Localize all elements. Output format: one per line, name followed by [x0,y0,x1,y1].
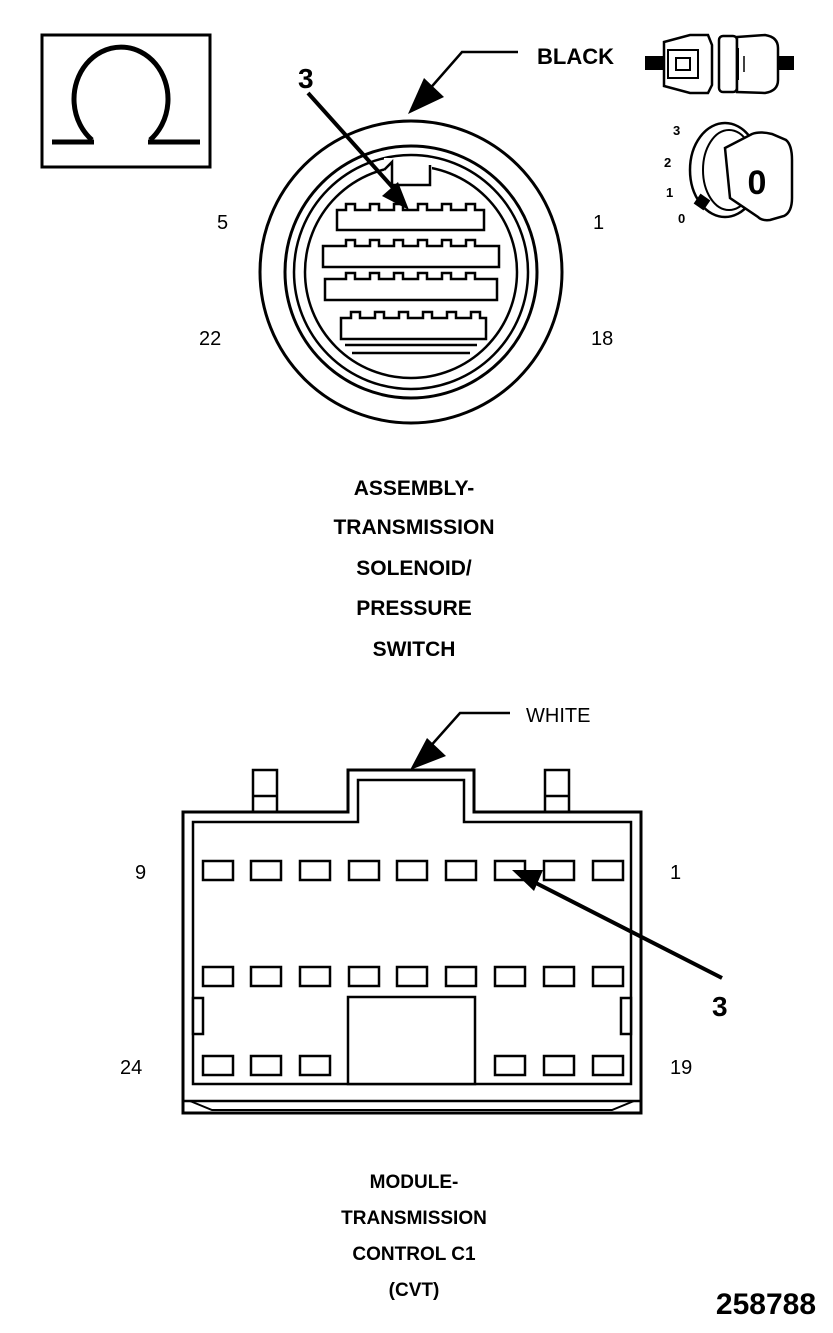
solenoid-title-line-5: SWITCH [373,638,456,661]
solenoid-terminal-row-4 [339,310,488,341]
module-top-cavity-6 [444,859,478,882]
ignition-switch-icon: 3 2 1 0 0 [664,121,794,226]
module-top-cavity-3 [298,859,332,882]
ignition-position-2: 2 [664,155,671,170]
module-terminal-row-middle [201,965,625,988]
module-middle-cavity-8 [542,965,576,988]
module-terminal-row-bottom [201,1054,625,1077]
solenoid-terminal-row-1 [335,202,486,232]
module-pin-24: 24 [120,1057,142,1079]
module-bottom-cavity-2 [249,1054,283,1077]
module-connector-title: MODULE- TRANSMISSION CONTROL C1 (CVT) [341,1172,487,1301]
ignition-position-0: 0 [678,211,685,226]
ignition-position-1: 1 [666,185,673,200]
module-middle-cavity-2 [249,965,283,988]
figure-number: 258788 [716,1288,816,1321]
module-pin-19: 19 [670,1057,692,1079]
key-label: 0 [748,164,767,202]
ohmmeter-icon: Ω [40,33,212,169]
module-connector: WHITE 3 9 1 24 19 [120,705,728,1115]
module-color-label: WHITE [526,705,590,727]
solenoid-color-label: BLACK [537,44,614,69]
module-title-line-3: CONTROL C1 [352,1244,476,1265]
module-bottom-cavity-3 [298,1054,332,1077]
module-top-cavity-1 [201,859,235,882]
module-bottom-cavity-5 [542,1054,576,1077]
module-top-cavity-5 [395,859,429,882]
module-top-cavity-4 [347,859,381,882]
disconnected-connector-icon [645,33,794,95]
module-middle-cavity-5 [395,965,429,988]
module-middle-cavity-9 [591,965,625,988]
solenoid-title-line-2: TRANSMISSION [333,516,494,539]
solenoid-title-line-1: ASSEMBLY- [354,477,475,500]
solenoid-title-line-3: SOLENOID/ [356,557,472,580]
solenoid-callout: 3 [298,63,314,94]
module-top-cavity-8 [542,859,576,882]
module-title-line-2: TRANSMISSION [341,1208,487,1229]
module-top-cavity-2 [249,859,283,882]
solenoid-terminal-row-3 [323,271,499,302]
module-title-line-4: (CVT) [389,1280,440,1301]
module-middle-cavity-7 [493,965,527,988]
module-bottom-cavity-6 [591,1054,625,1077]
module-pin-9: 9 [135,862,146,884]
module-bottom-cavity-1 [201,1054,235,1077]
module-bottom-cavity-4 [493,1054,527,1077]
solenoid-connector: BLACK 3 5 1 22 18 [199,44,614,425]
module-middle-cavity-6 [444,965,478,988]
solenoid-title-line-4: PRESSURE [356,597,472,620]
module-pin-1: 1 [670,862,681,884]
solenoid-connector-title: ASSEMBLY- TRANSMISSION SOLENOID/ PRESSUR… [333,477,494,661]
solenoid-terminal-row-2 [321,238,501,269]
solenoid-pin-5: 5 [217,212,228,234]
module-title-line-1: MODULE- [370,1172,459,1193]
module-top-cavity-9 [591,859,625,882]
solenoid-pin-18: 18 [591,328,613,350]
ignition-position-3: 3 [673,123,680,138]
module-middle-cavity-4 [347,965,381,988]
module-callout: 3 [712,991,728,1022]
solenoid-pin-1: 1 [593,212,604,234]
module-middle-cavity-3 [298,965,332,988]
module-middle-cavity-1 [201,965,235,988]
solenoid-pin-22: 22 [199,328,221,350]
module-terminal-row-top [201,859,625,882]
